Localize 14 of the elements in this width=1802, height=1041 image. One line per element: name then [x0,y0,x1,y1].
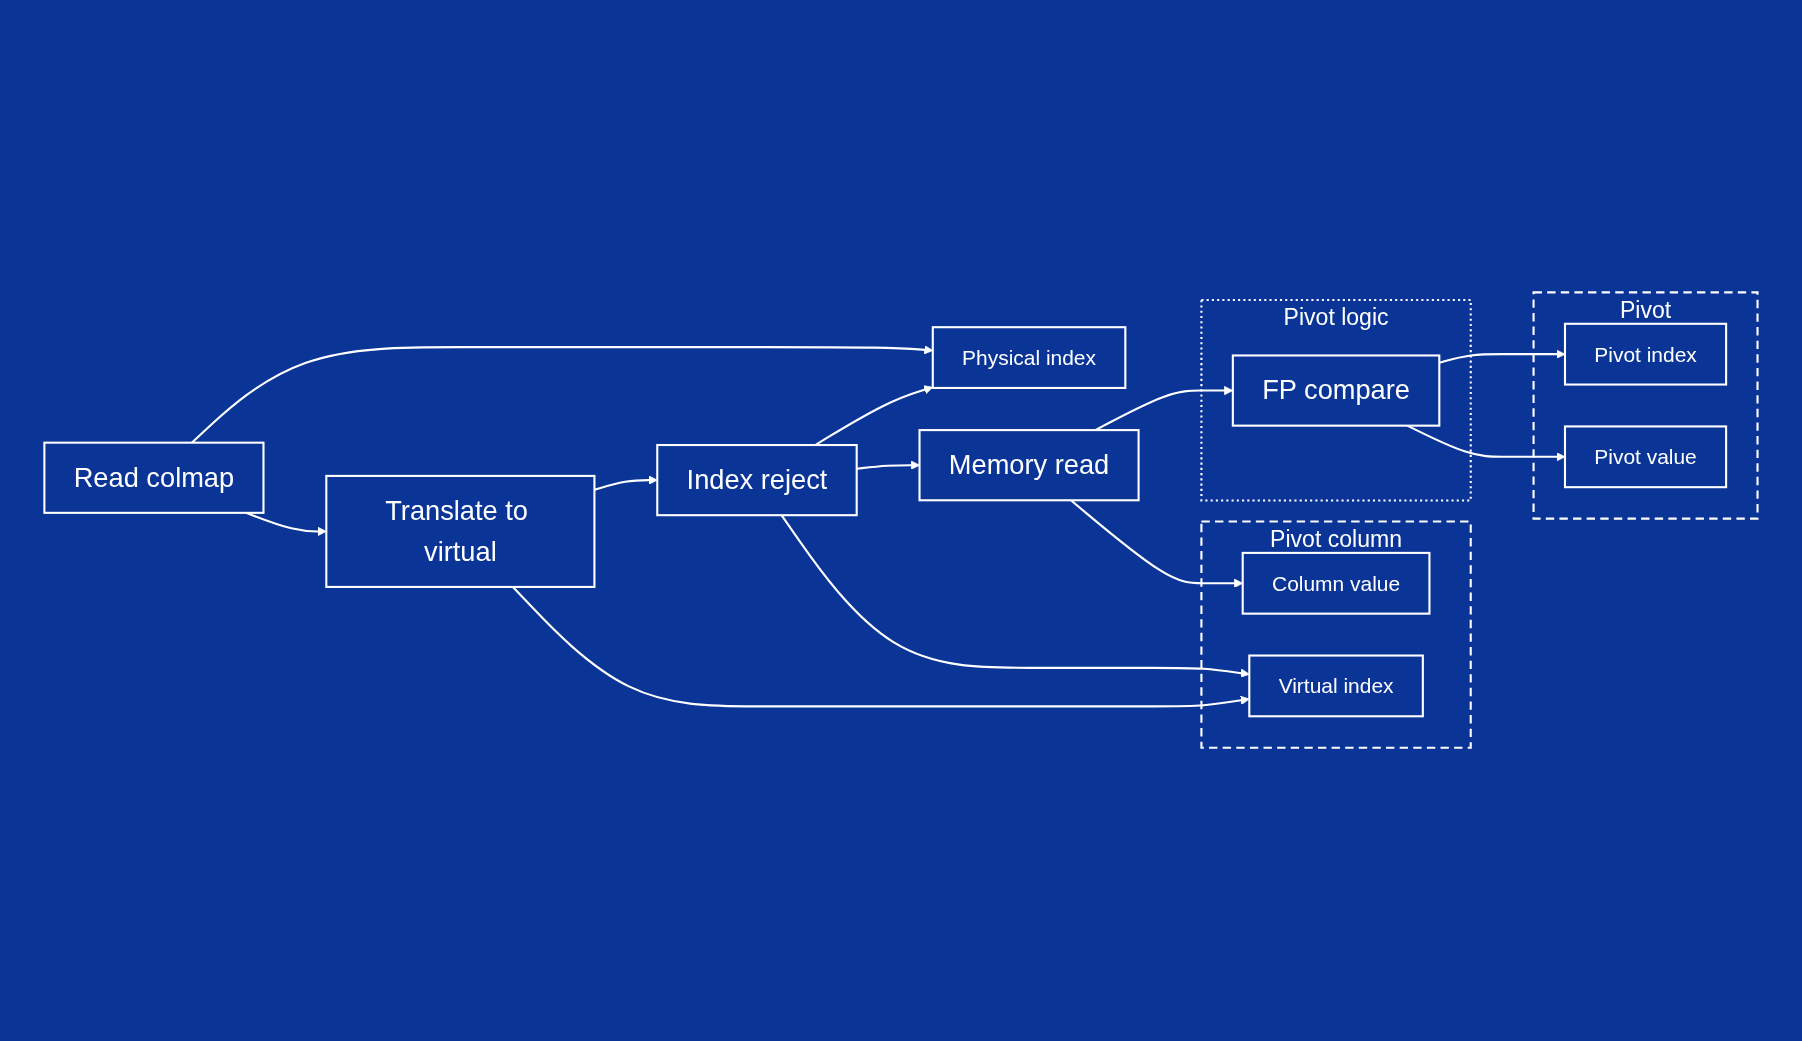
arrow [1439,350,1566,365]
node-box: FP compare [1231,354,1441,428]
node-box: Physical index [931,326,1127,390]
arrow [780,515,1250,679]
node-box: Virtual index [1248,654,1424,718]
arrow [594,475,658,492]
arrow [856,461,920,471]
node-box: Pivot value [1564,425,1728,489]
node-box: Index reject [656,444,858,517]
node-box: Read colmap [43,442,265,515]
node-box: Memory read [918,429,1140,502]
node-box: Pivot index [1564,323,1728,387]
node-box: Column value [1241,552,1431,616]
node-box: Translate to virtual [325,475,596,589]
